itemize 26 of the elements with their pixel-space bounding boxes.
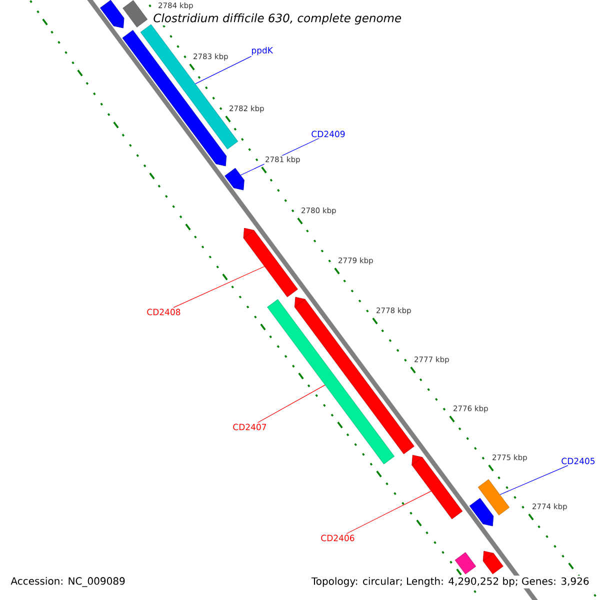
gene-label: CD2409 bbox=[312, 130, 345, 138]
gene-feature bbox=[469, 498, 494, 526]
gene-label: CD2406 bbox=[321, 534, 354, 542]
gene-feature bbox=[243, 228, 298, 298]
gene-feature bbox=[122, 0, 148, 28]
gene-feature bbox=[267, 299, 394, 464]
gene-label: CD2408 bbox=[147, 308, 180, 316]
gene-feature bbox=[100, 0, 124, 28]
leader-line bbox=[346, 490, 432, 534]
gene-feature bbox=[412, 454, 463, 520]
gene-label: CD2407 bbox=[233, 424, 266, 430]
gene-label: CD2405 bbox=[562, 458, 595, 464]
title: Clostridium difficile 630, complete genome bbox=[152, 12, 403, 26]
gene-label: ppdK bbox=[252, 46, 274, 56]
info-text: Topology: circular; Length: 4,290,252 bp; Genes: 3,926 bbox=[310, 576, 591, 588]
gene-feature bbox=[478, 479, 510, 516]
leader-line bbox=[500, 465, 568, 495]
gene-feature bbox=[224, 168, 244, 190]
info-text: Accession: NC_009089 bbox=[9, 576, 127, 588]
leader-line bbox=[257, 384, 326, 423]
leader-line bbox=[173, 266, 265, 308]
leader-line bbox=[195, 56, 252, 84]
gene-feature bbox=[122, 30, 227, 166]
gene-feature bbox=[482, 550, 504, 574]
gene-feature bbox=[294, 296, 414, 454]
gene-feature bbox=[454, 552, 476, 574]
